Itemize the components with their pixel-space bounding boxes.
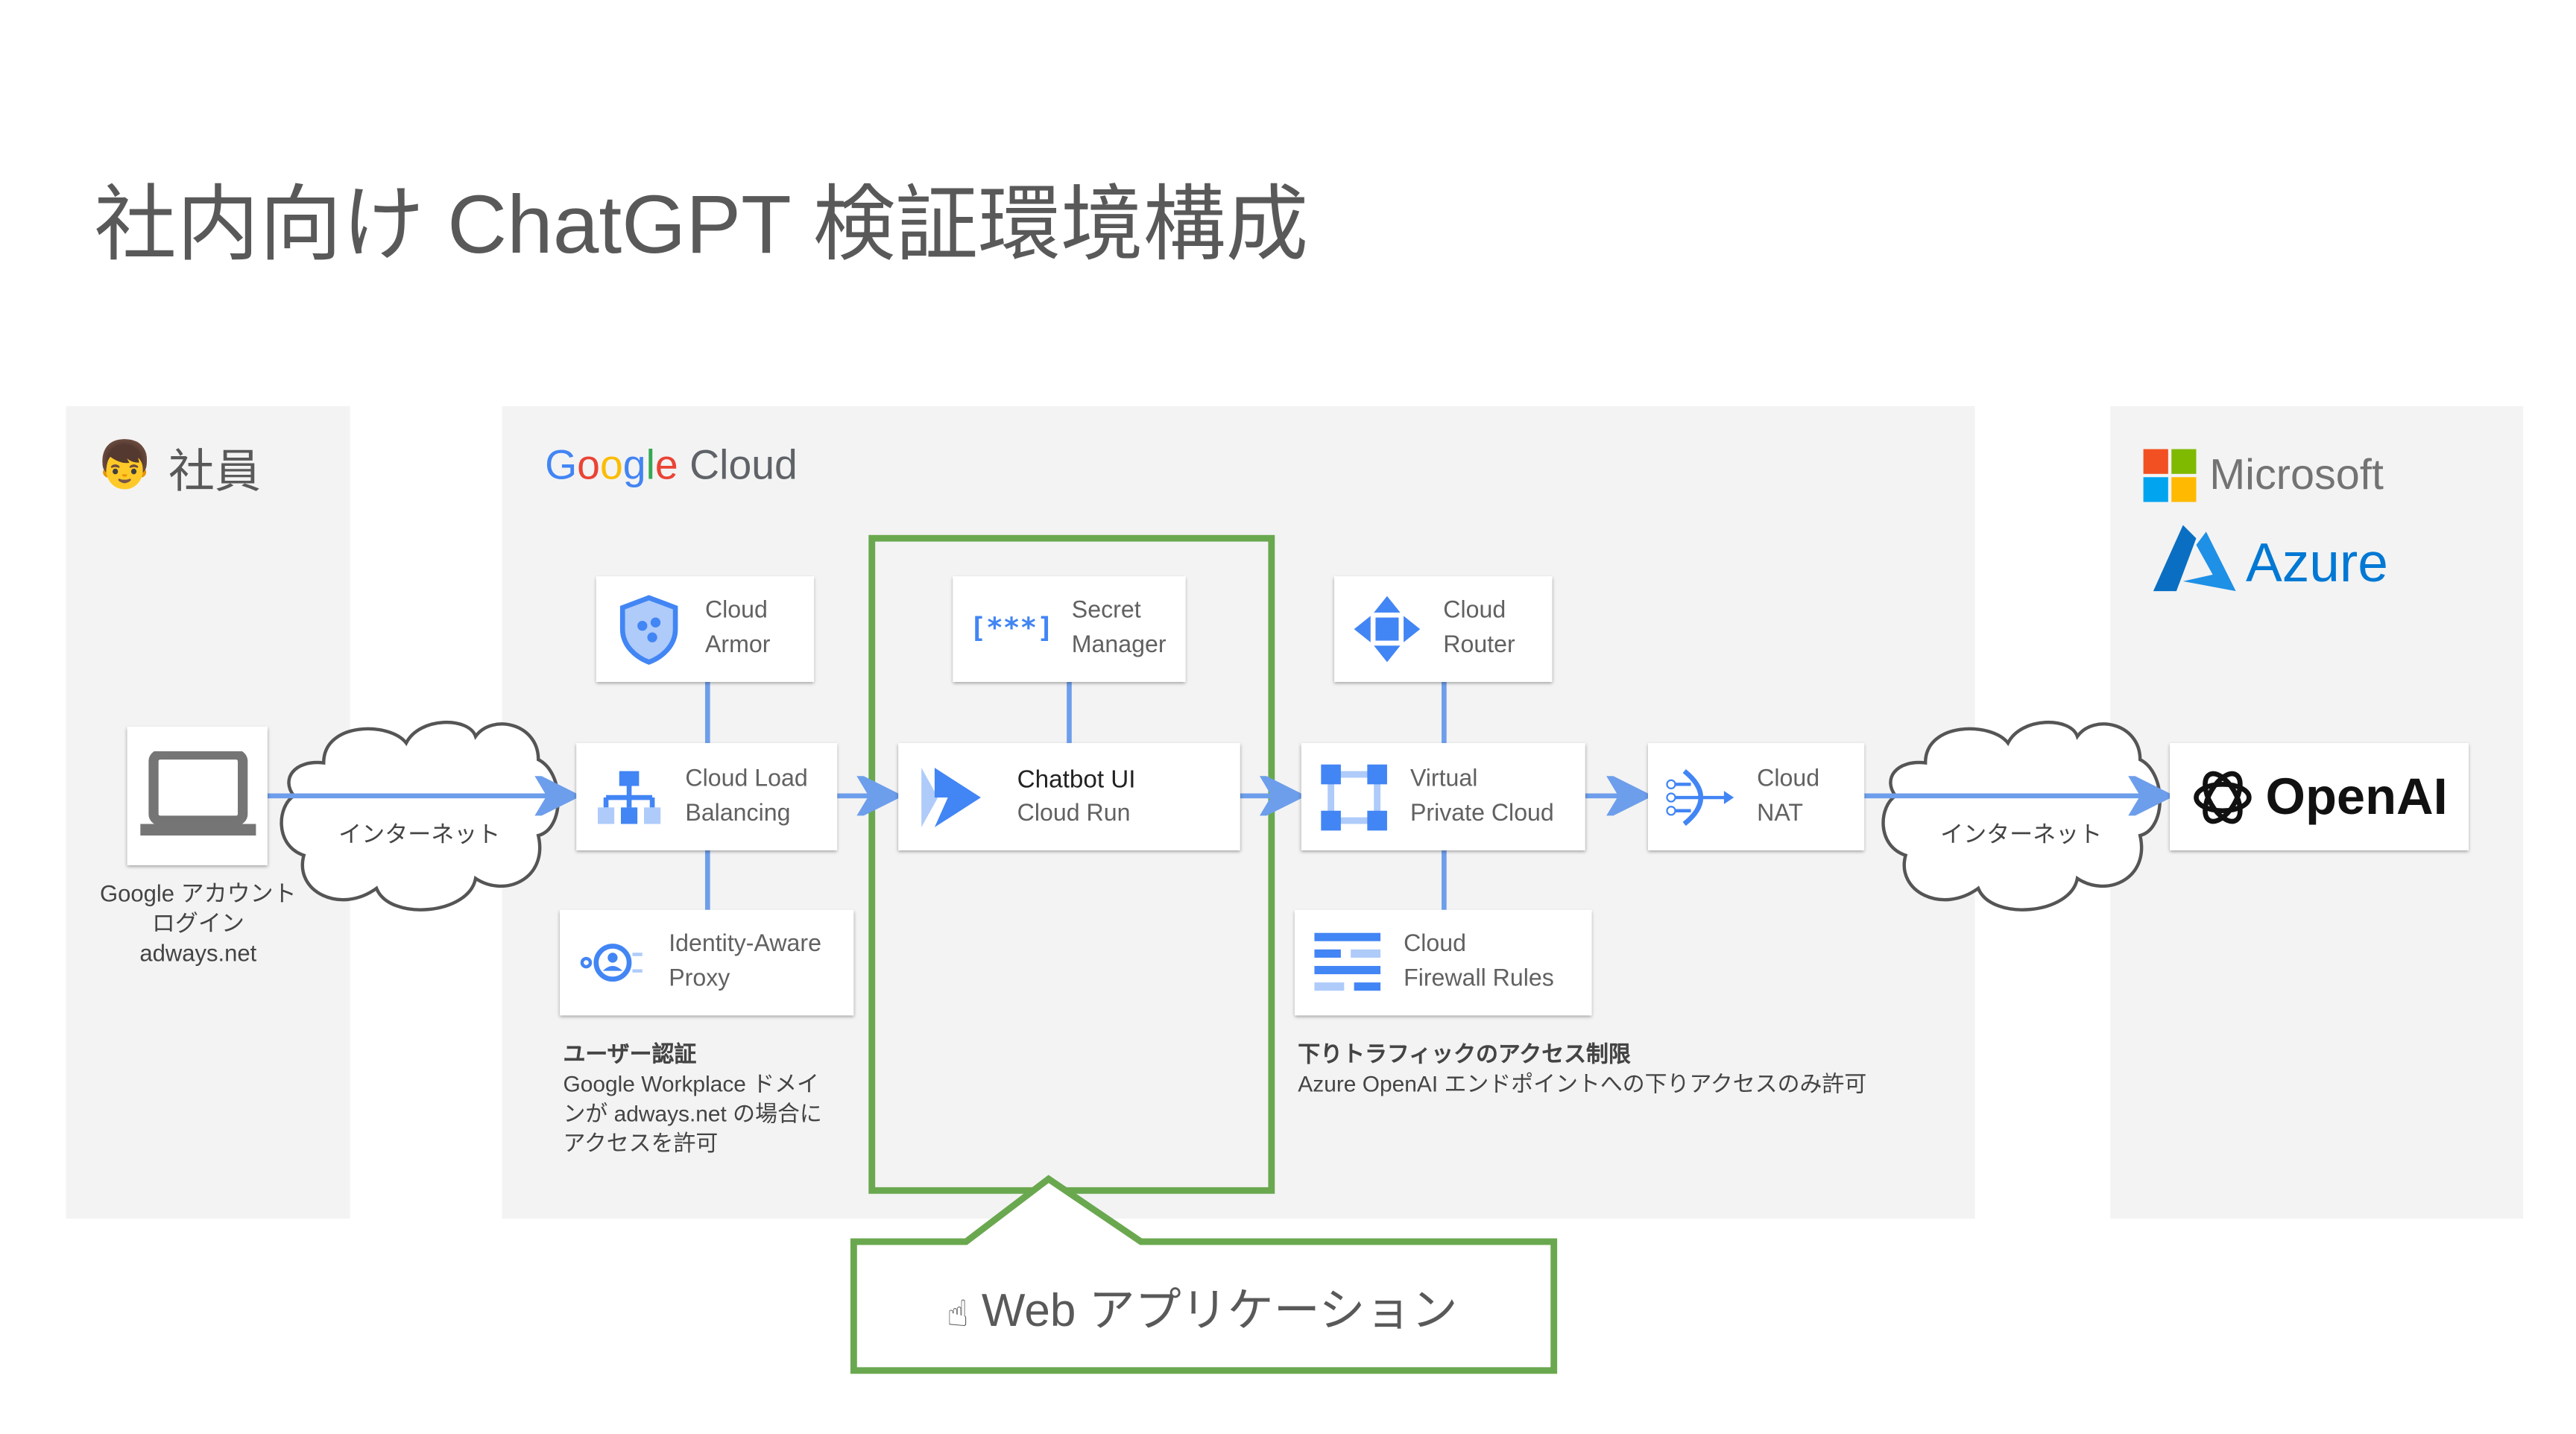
google-wordmark: Google: [545, 442, 678, 489]
firewall-icon: [1314, 932, 1381, 991]
secret-manager-icon: [***]: [969, 612, 1054, 646]
internet-label-right: インターネット: [1940, 821, 2103, 847]
connector: [1067, 681, 1072, 748]
employee-label: 社員: [168, 446, 262, 497]
device-caption: Google アカウント ログイン adways.net: [99, 879, 297, 967]
openai-card: OpenAI: [2170, 742, 2469, 850]
router-icon: [1354, 596, 1421, 663]
flow-arrows: [267, 776, 2175, 816]
internet-cloud-left: [280, 721, 560, 912]
laptop-icon: [139, 751, 256, 836]
cloud-run-icon: [921, 767, 981, 827]
connector: [704, 681, 710, 748]
auth-note: ユーザー認証 Google Workplace ドメイ ンが adways.ne…: [563, 1041, 822, 1156]
connector: [1442, 681, 1447, 748]
microsoft-label: Microsoft: [2209, 449, 2384, 499]
boy-emoji-icon: 👦: [95, 439, 154, 490]
load-balancer-icon: [597, 770, 661, 824]
internet-label-left: インターネット: [338, 821, 501, 847]
nat-icon: [1666, 768, 1734, 825]
openai-logo-icon: [2194, 770, 2252, 824]
pointing-hand-icon: ☝: [946, 1292, 969, 1335]
cloud-wordmark: Cloud: [689, 442, 798, 489]
callout-label: ☝ Web アプリケーション: [946, 1284, 1458, 1336]
microsoft-logo-icon: [2143, 449, 2197, 502]
azure-label: Azure: [2245, 531, 2388, 593]
connector: [704, 850, 710, 914]
page-title: 社内向け ChatGPT 検証環境構成: [94, 178, 1309, 271]
callout-box: [850, 1175, 1558, 1374]
identity-proxy-icon: [580, 944, 643, 982]
openai-label: OpenAI: [2265, 767, 2448, 825]
shield-icon: [619, 595, 678, 665]
azure-logo-icon: [2153, 525, 2236, 592]
internet-cloud-right: [1881, 721, 2162, 912]
laptop-card: [127, 726, 268, 865]
connector: [1442, 850, 1447, 914]
google-cloud-logo: Google Cloud: [545, 443, 798, 490]
vpc-icon: [1321, 763, 1387, 830]
egress-note: 下りトラフィックのアクセス制限 Azure OpenAI エンドポイントへの下り…: [1298, 1041, 1867, 1097]
web-app-boundary: [868, 534, 1275, 1194]
